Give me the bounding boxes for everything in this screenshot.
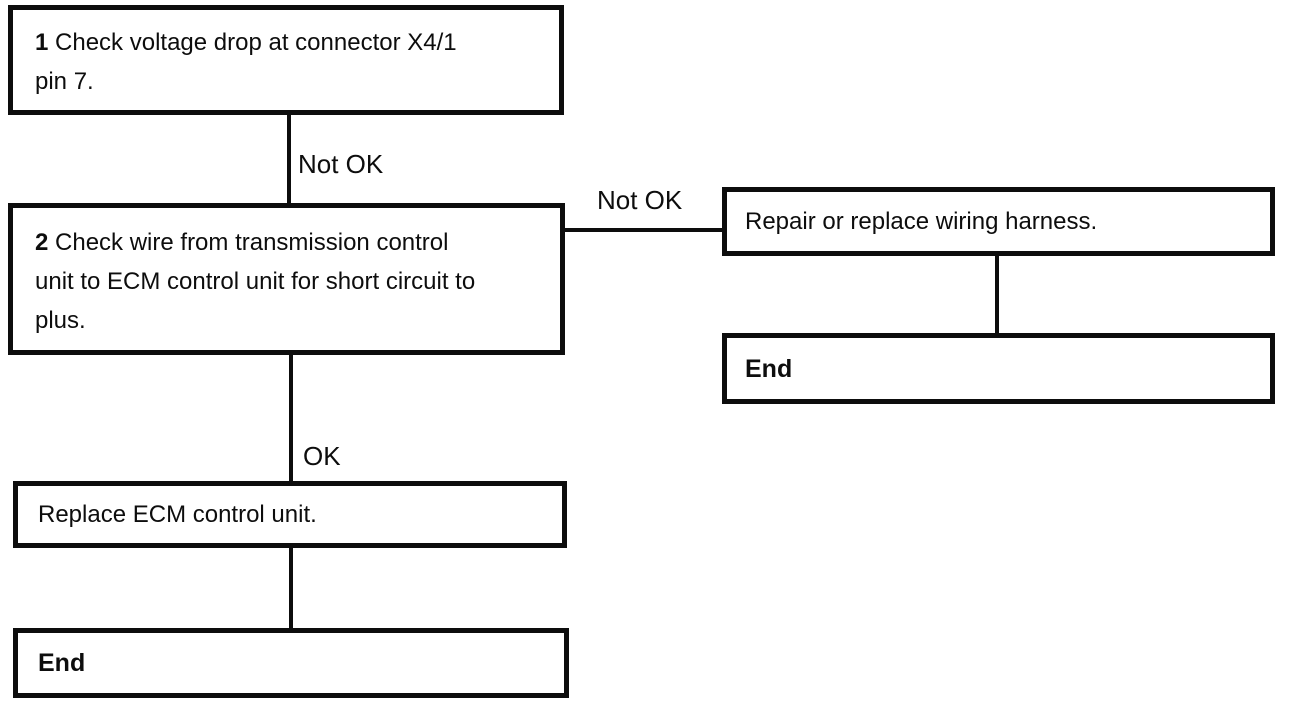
edge-label-ok: OK — [303, 441, 341, 472]
step-1-label: Check voltage drop at connector X4/1 pin… — [35, 29, 457, 95]
flow-node-repair-harness: Repair or replace wiring harness. — [722, 187, 1275, 256]
flow-node-step-1-text: 1 Check voltage drop at connector X4/1 p… — [35, 23, 475, 101]
flow-node-replace-ecm-text: Replace ECM control unit. — [38, 500, 317, 528]
flow-node-end-right: End — [722, 333, 1275, 404]
connector-step1-step2 — [287, 115, 291, 203]
flow-node-replace-ecm: Replace ECM control unit. — [13, 481, 567, 548]
connector-repair-end — [995, 256, 999, 333]
step-1-number: 1 — [35, 29, 49, 56]
step-2-label: Check wire from transmission control uni… — [35, 229, 476, 334]
connector-replace-end — [289, 548, 293, 628]
connector-step2-replace — [289, 355, 293, 481]
connector-step2-repair — [564, 228, 722, 232]
flow-node-end-left: End — [13, 628, 569, 698]
flow-node-step-1: 1 Check voltage drop at connector X4/1 p… — [8, 5, 564, 115]
flow-node-end-left-text: End — [38, 649, 86, 677]
edge-label-not-ok-2: Not OK — [597, 185, 683, 216]
flow-node-end-right-text: End — [745, 354, 793, 383]
edge-label-not-ok-1: Not OK — [298, 149, 384, 180]
flow-node-step-2: 2 Check wire from transmission control u… — [8, 203, 565, 355]
flow-node-repair-harness-text: Repair or replace wiring harness. — [745, 207, 1098, 235]
step-2-number: 2 — [35, 229, 49, 256]
flow-node-step-2-text: 2 Check wire from transmission control u… — [35, 223, 483, 340]
